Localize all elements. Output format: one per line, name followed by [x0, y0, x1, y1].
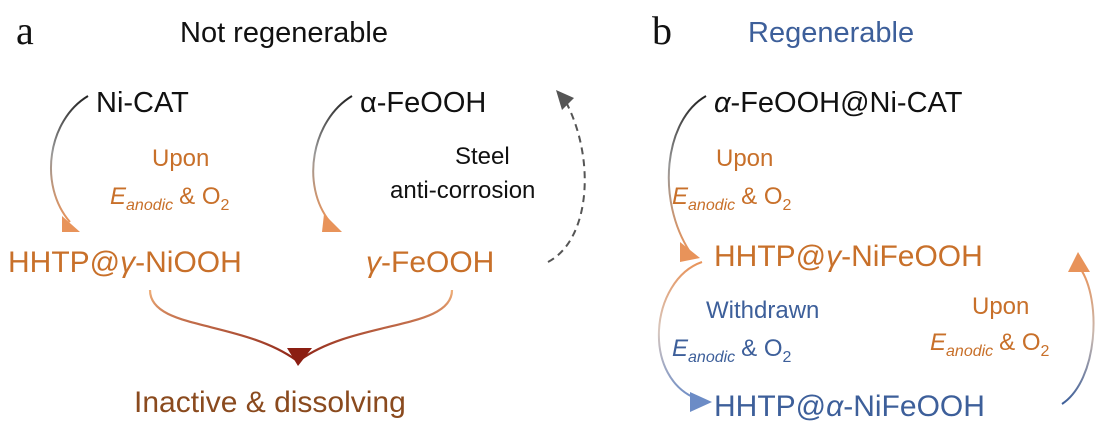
- o2-subscript-b-right: 2: [1041, 343, 1050, 360]
- and-o2-b-top: & O: [741, 183, 782, 210]
- and-o2-b-right: & O: [999, 329, 1040, 356]
- panel-a-title: Not regenerable: [180, 17, 388, 49]
- e-symbol-a: E: [110, 183, 127, 210]
- hhtp-nio-greek: γ: [120, 246, 137, 279]
- e-subscript-b-withdrawn: anodic: [688, 349, 735, 366]
- withdrawn-label: Withdrawn: [706, 297, 819, 324]
- condition-text-b-top: Eanodic & O2: [672, 183, 792, 214]
- hhtp-nio-suffix: -NiOOH: [135, 246, 242, 279]
- e-symbol-b-right: E: [930, 329, 947, 356]
- arrow-head-right-a: [322, 214, 342, 232]
- hhtp-nife-suffix: -NiFeOOH: [841, 240, 983, 273]
- alpha-feooh-nicat-label: α-FeOOH@Ni-CAT: [714, 87, 963, 119]
- steel-label: Steel: [455, 143, 510, 170]
- arrow-withdrawn-loop: [657, 261, 703, 401]
- condition-text-b-withdrawn: Eanodic & O2: [672, 335, 792, 366]
- merge-arrow-right: [299, 289, 454, 361]
- o2-subscript-b-withdrawn: 2: [783, 349, 792, 366]
- upon-label-a: Upon: [152, 145, 209, 172]
- gamma-feooh-label: γ-FeOOH: [366, 246, 494, 279]
- e-symbol-b-withdrawn: E: [672, 335, 689, 362]
- hhtp-alpha-nifeooh-label: HHTP@α-NiFeOOH: [714, 390, 985, 423]
- hhtp-gamma-niooh-label: HHTP@γ-NiOOH: [8, 246, 242, 279]
- ni-cat-label: Ni-CAT: [96, 87, 189, 119]
- o2-subscript-b-top: 2: [783, 197, 792, 214]
- gamma-feooh-suffix: -FeOOH: [381, 246, 494, 279]
- arrow-nicat-to-hhtp-nio: [50, 95, 89, 223]
- upon-label-b-right: Upon: [972, 293, 1029, 320]
- hhtp-nife-prefix: HHTP@: [714, 240, 826, 273]
- condition-text-a: Eanodic & O2: [110, 183, 230, 214]
- e-subscript-b-right: anodic: [946, 343, 993, 360]
- o2-subscript-a: 2: [221, 197, 230, 214]
- arrow-alpha-to-gamma-feooh: [312, 95, 353, 223]
- alpha-nicat-suffix: -FeOOH@Ni-CAT: [731, 87, 963, 119]
- arrow-regeneration-loop: [1061, 267, 1095, 405]
- merge-arrow-left: [148, 289, 297, 361]
- panel-a-letter: a: [16, 8, 34, 53]
- arrow-head-b-top: [680, 242, 700, 262]
- arrow-head-regeneration: [1068, 252, 1090, 272]
- dashed-arrow-head: [556, 90, 574, 110]
- e-subscript-b-top: anodic: [688, 197, 735, 214]
- arrow-nicat-to-nife: [667, 95, 707, 253]
- inactive-dissolving-label: Inactive & dissolving: [134, 386, 406, 419]
- gamma-feooh-greek: γ: [366, 246, 383, 279]
- panel-b-letter: b: [652, 8, 672, 53]
- dashed-return-arrow: [547, 101, 586, 263]
- and-o2-b-withdrawn: & O: [741, 335, 782, 362]
- hhtp-nife-greek: γ: [826, 240, 843, 273]
- e-symbol-b-top: E: [672, 183, 689, 210]
- merge-arrow-head: [287, 348, 312, 366]
- condition-text-b-right: Eanodic & O2: [930, 329, 1050, 360]
- panel-b-title: Regenerable: [748, 17, 914, 49]
- hhtp-alpha-suffix: -NiFeOOH: [843, 390, 985, 423]
- hhtp-alpha-greek: α: [826, 390, 844, 423]
- hhtp-alpha-prefix: HHTP@: [714, 390, 826, 423]
- alpha-feooh-label: α-FeOOH: [360, 87, 486, 119]
- e-subscript-a: anodic: [126, 197, 173, 214]
- anti-corrosion-label: anti-corrosion: [390, 177, 535, 204]
- and-o2-a: & O: [179, 183, 220, 210]
- arrow-head-withdrawn: [690, 392, 712, 412]
- alpha-nicat-greek: α: [714, 87, 732, 119]
- hhtp-nio-prefix: HHTP@: [8, 246, 120, 279]
- arrow-head-left-a: [62, 216, 80, 232]
- upon-label-b: Upon: [716, 145, 773, 172]
- hhtp-gamma-nifeooh-label: HHTP@γ-NiFeOOH: [714, 240, 983, 273]
